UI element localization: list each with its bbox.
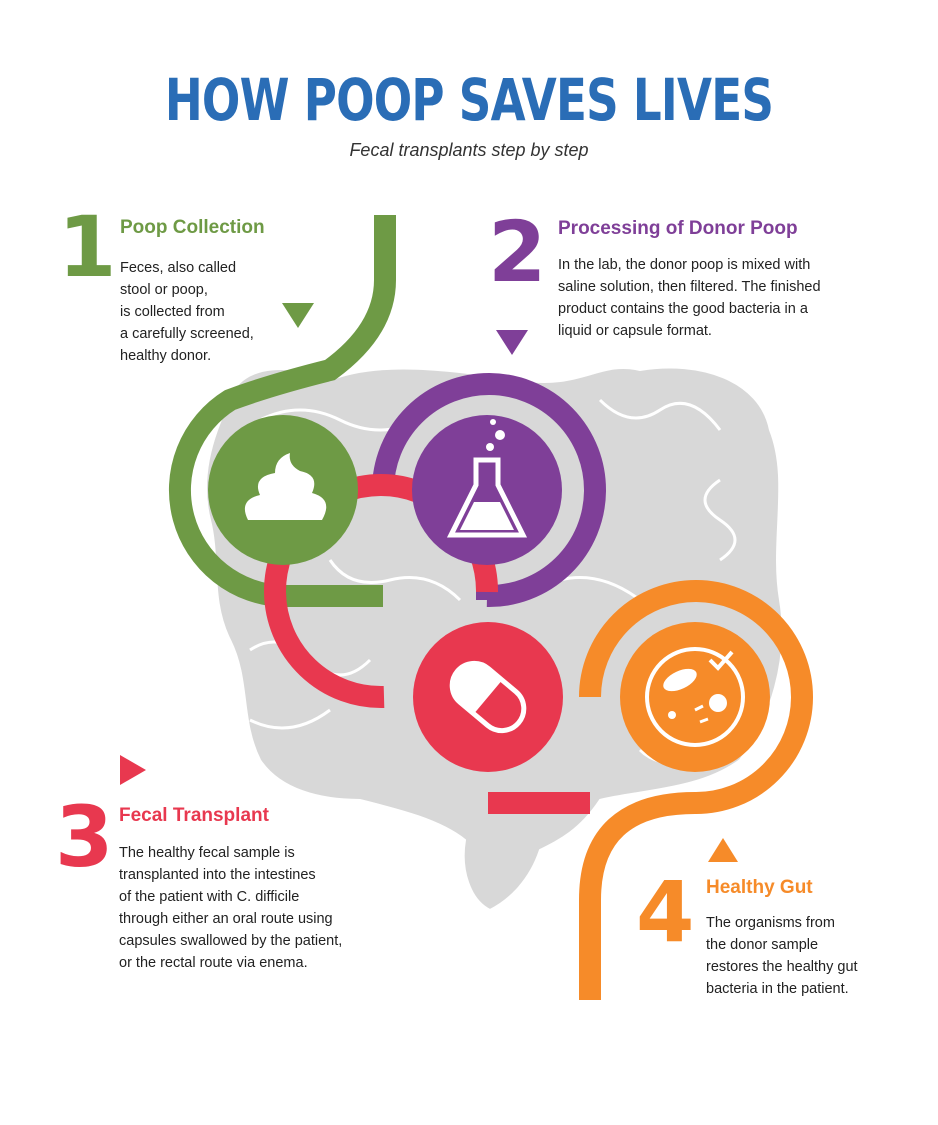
step1-title: Poop Collection (120, 217, 265, 238)
text-line: liquid or capsule format. (558, 323, 712, 339)
step1-circle (208, 415, 358, 565)
step2-title: Processing of Donor Poop (558, 218, 798, 239)
page-subtitle: Fecal transplants step by step (349, 140, 589, 160)
step3-arrow-icon (120, 755, 146, 785)
step4-circle (620, 622, 770, 772)
text-line: transplanted into the intestines (119, 867, 316, 883)
text-line: product contains the good bacteria in a (558, 301, 808, 317)
step1-arrow-icon (282, 303, 314, 328)
step4-path (579, 580, 813, 1000)
step4-description: The organisms from the donor sample restor… (706, 912, 858, 1000)
text-line: stool or poop, (120, 282, 208, 298)
text-line: The organisms from (706, 915, 835, 931)
step2-path (372, 373, 606, 608)
flask-icon (446, 457, 528, 538)
text-line: through either an oral route using (119, 911, 333, 927)
step4-number: 4 (636, 863, 695, 961)
text-line: healthy donor. (120, 348, 212, 364)
bacteria-dish-icon (645, 647, 745, 747)
step3-number: 3 (55, 788, 114, 886)
text-line: The healthy fecal sample is (119, 845, 295, 861)
step3-description: The healthy fecal sample is transplanted … (119, 842, 342, 974)
text-line: of the patient with C. difficile (119, 889, 300, 905)
text-line: capsules swallowed by the patient, (119, 933, 343, 949)
capsule-icon (449, 660, 527, 734)
poop-icon (244, 453, 327, 520)
step3-title: Fecal Transplant (119, 805, 269, 826)
text-line: In the lab, the donor poop is mixed with (558, 257, 811, 273)
step1-number: 1 (58, 198, 117, 296)
step1-description: Feces, also called stool or poop, is colle… (120, 257, 254, 367)
text-line: saline solution, then filtered. The fini… (558, 279, 821, 295)
page-title: HOW POOP SAVES LIVES (164, 66, 774, 134)
step2-description: In the lab, the donor poop is mixed with… (558, 254, 821, 342)
text-line: is collected from (120, 304, 225, 320)
text-line: a carefully screened, (120, 326, 254, 342)
text-line: the donor sample (706, 937, 819, 953)
step4-title: Healthy Gut (706, 877, 813, 898)
text-line: bacteria in the patient. (706, 981, 849, 997)
step2-circle (412, 415, 562, 565)
text-line: or the rectal route via enema. (119, 955, 308, 971)
text-line: Feces, also called (120, 260, 237, 276)
step2-number: 2 (488, 203, 547, 301)
step3-circle (413, 622, 563, 772)
text-line: restores the healthy gut (706, 959, 858, 975)
step2-arrow-icon (496, 330, 528, 355)
step1-path (168, 215, 396, 607)
step4-arrow-icon (708, 838, 738, 862)
